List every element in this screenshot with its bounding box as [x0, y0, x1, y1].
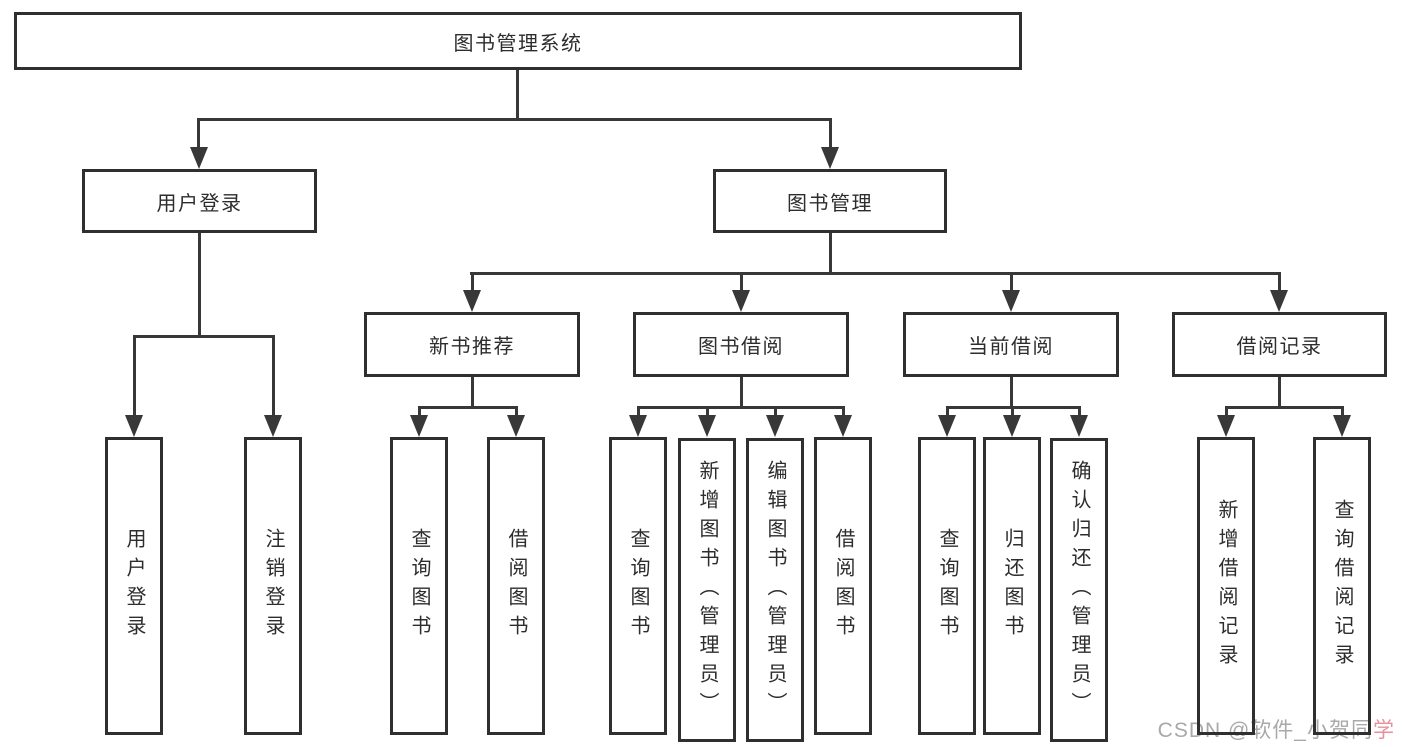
node-label: 图书管理系统 [453, 32, 583, 55]
arrow-down-icon [1217, 415, 1235, 437]
node-new-book-recommend: 新书推荐 [364, 312, 580, 377]
node-label: 注销登录 [262, 528, 284, 644]
connector-line [1011, 406, 1014, 418]
connector-line [637, 406, 844, 409]
arrow-down-icon [834, 415, 852, 437]
node-label: 图书管理 [787, 192, 873, 215]
leaf-query-books-current: 查询图书 [918, 437, 976, 735]
connector-line [774, 406, 777, 418]
connector-line [842, 406, 845, 418]
leaf-add-borrow-record: 新增借阅记录 [1197, 437, 1255, 735]
connector-line [1225, 406, 1342, 409]
connector-line [516, 68, 519, 120]
connector-line [272, 335, 275, 419]
node-label: 查询借阅记录 [1331, 499, 1353, 673]
arrow-down-icon [507, 415, 525, 437]
node-label: 用户登录 [156, 192, 243, 215]
leaf-query-borrow-record: 查询借阅记录 [1313, 437, 1371, 735]
node-label: 新增图书（管理员） [696, 459, 718, 721]
connector-line [1078, 406, 1081, 418]
arrow-down-icon [938, 415, 956, 437]
connector-line [198, 118, 831, 121]
arrow-down-icon [629, 415, 647, 437]
node-label: 查询图书 [627, 528, 649, 644]
connector-line [706, 406, 709, 418]
node-label: 借阅图书 [505, 528, 527, 644]
node-label: 图书借阅 [698, 336, 784, 358]
connector-line [740, 375, 743, 409]
connector-line [1225, 406, 1228, 418]
watermark-accent: 学 [1373, 719, 1395, 742]
leaf-logout: 注销登录 [244, 437, 302, 735]
connector-line [1010, 272, 1013, 294]
node-label: 查询图书 [408, 528, 430, 644]
arrow-down-icon [1002, 290, 1020, 312]
connector-line [133, 335, 136, 419]
node-book-borrow: 图书借阅 [633, 312, 849, 377]
connector-line [471, 272, 474, 294]
arrow-down-icon [1003, 415, 1021, 437]
connector-line [418, 406, 517, 409]
watermark: CSDN @软件_小贺同学 [1158, 714, 1395, 744]
connector-line [1010, 375, 1013, 409]
node-label: 借阅图书 [832, 528, 854, 644]
node-label: 查询图书 [936, 528, 958, 644]
arrow-down-icon [190, 147, 208, 169]
node-label: 新增借阅记录 [1215, 499, 1237, 673]
arrow-down-icon [821, 147, 839, 169]
connector-line [1278, 272, 1281, 294]
arrow-down-icon [766, 415, 784, 437]
node-root: 图书管理系统 [14, 12, 1022, 70]
arrow-down-icon [698, 415, 716, 437]
connector-line [418, 406, 421, 418]
connector-line [515, 406, 518, 418]
node-label: 确认归还（管理员） [1068, 459, 1090, 721]
arrow-down-icon [1070, 415, 1088, 437]
node-user-login: 用户登录 [82, 169, 317, 233]
watermark-text: CSDN @软件_小贺同 [1157, 719, 1373, 742]
arrow-down-icon [732, 290, 750, 312]
connector-line [829, 118, 832, 150]
node-label: 归还图书 [1001, 528, 1023, 644]
leaf-return-book: 归还图书 [983, 437, 1041, 735]
connector-line [471, 375, 474, 409]
connector-line [946, 406, 949, 418]
connector-line [1341, 406, 1344, 418]
leaf-query-books-borrow: 查询图书 [609, 437, 667, 735]
arrow-down-icon [1270, 290, 1288, 312]
arrow-down-icon [463, 290, 481, 312]
node-label: 借阅记录 [1236, 336, 1323, 358]
connector-line [740, 272, 743, 294]
arrow-down-icon [410, 415, 428, 437]
connector-line [470, 272, 1280, 275]
leaf-borrow-books-recommend: 借阅图书 [487, 437, 545, 735]
leaf-confirm-return-admin: 确认归还（管理员） [1050, 438, 1108, 742]
leaf-add-book-admin: 新增图书（管理员） [678, 438, 736, 742]
arrow-down-icon [125, 415, 143, 437]
connector-line [198, 231, 201, 337]
arrow-down-icon [1333, 415, 1351, 437]
leaf-query-books-recommend: 查询图书 [390, 437, 448, 735]
leaf-user-login: 用户登录 [105, 437, 163, 735]
connector-line [197, 118, 200, 150]
connector-line [829, 231, 832, 275]
node-label: 用户登录 [123, 528, 145, 644]
leaf-borrow-books: 借阅图书 [814, 437, 872, 735]
node-current-borrow: 当前借阅 [903, 312, 1119, 377]
connector-line [133, 335, 274, 338]
connector-line [637, 406, 640, 418]
node-borrow-records: 借阅记录 [1172, 312, 1387, 377]
connector-line [1278, 375, 1281, 409]
node-label: 编辑图书（管理员） [764, 459, 786, 721]
node-book-management: 图书管理 [713, 169, 947, 233]
node-label: 当前借阅 [968, 336, 1054, 358]
leaf-edit-book-admin: 编辑图书（管理员） [746, 438, 804, 742]
node-label: 新书推荐 [429, 336, 515, 358]
arrow-down-icon [264, 415, 282, 437]
